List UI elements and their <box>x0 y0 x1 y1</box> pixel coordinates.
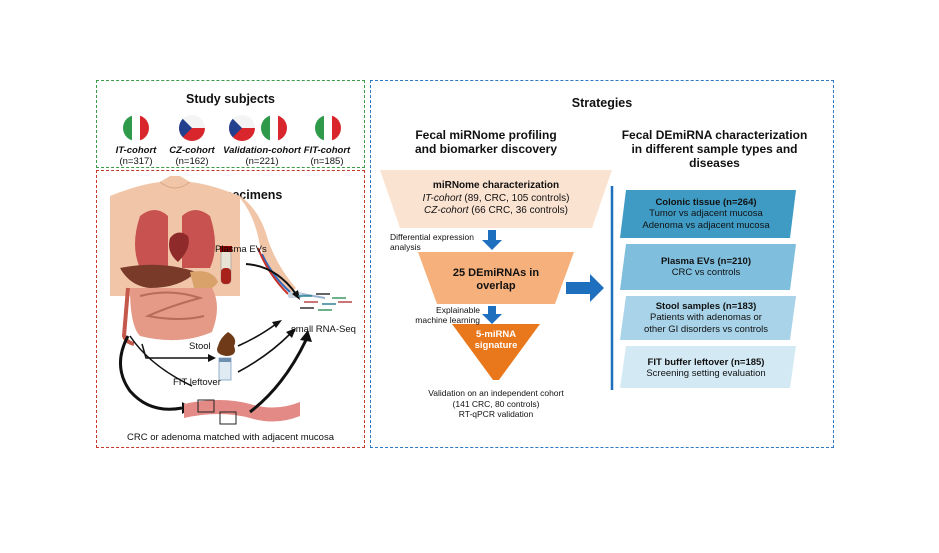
cohort-fit: FIT-cohort(n=185) <box>303 145 351 167</box>
biospecimens-caption: CRC or adenoma matched with adjacent muc… <box>127 432 334 443</box>
strategies-panel <box>370 80 834 448</box>
anatomy-illustration <box>110 176 352 425</box>
small-rna-seq-label: small RNA-Seq <box>291 324 356 335</box>
italy-flag-icon <box>261 115 287 141</box>
biospecimens-panel <box>96 170 365 448</box>
study-subjects-title: Study subjects <box>186 92 275 106</box>
czech-flag-icon <box>229 115 255 141</box>
strategies-title: Strategies <box>571 96 633 110</box>
transfer-arrow-icon <box>566 186 614 390</box>
stool-samples-card: Stool samples (n=183)Patients with adeno… <box>643 300 769 335</box>
stool-label: Stool <box>189 341 211 352</box>
italy-flag-icon <box>123 115 149 141</box>
cohort-validation: Validation-cohort(n=221) <box>223 145 301 167</box>
cohort-cz: CZ-cohort(n=162) <box>169 145 215 167</box>
plasma-evs-label: Plasma EVs <box>215 244 267 255</box>
fit-buffer-card: FIT buffer leftover (n=185)Screening set… <box>646 356 766 380</box>
colonic-tissue-card: Colonic tissue (n=264)Tumor vs adjacent … <box>642 196 770 231</box>
funnel-diagram <box>380 170 612 380</box>
funnel-top-text: miRNome characterization IT-cohort (89, … <box>422 180 570 216</box>
czech-flag-icon <box>179 115 205 141</box>
study-subjects-panel <box>96 80 365 168</box>
italy-flag-icon <box>315 115 341 141</box>
plasma-evs-card: Plasma EVs (n=210)CRC vs controls <box>660 255 752 279</box>
cards-background <box>620 190 796 388</box>
cohort-it: IT-cohort(n=317) <box>115 145 157 167</box>
validation-text: Validation on an independent cohort(141 … <box>428 388 564 419</box>
fit-leftover-label: FIT leftover <box>173 377 221 388</box>
